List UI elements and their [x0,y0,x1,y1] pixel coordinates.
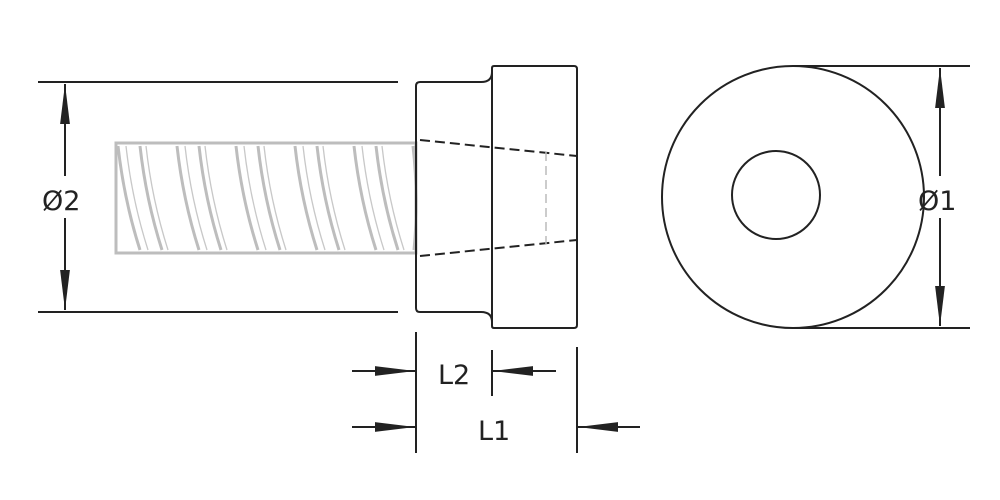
threaded-rod [114,141,418,255]
inner-bore-circle [731,150,821,240]
dimension-diameter-1: Ø1 [793,65,970,329]
thread-line [352,145,378,251]
thread-line [184,145,208,251]
bushing-end-view [661,65,925,329]
thread-line [361,145,385,251]
thread-line [315,145,341,251]
diameter-1-label: Ø1 [918,186,956,217]
l2-label: L2 [438,360,470,391]
thread-line [145,145,169,251]
thread-line [256,145,282,251]
taper-hidden-top [419,139,578,157]
thread-line [197,145,223,251]
thread-line [138,145,164,251]
outer-circle [661,65,925,329]
thread-line [293,145,319,251]
l1-label: L1 [478,416,510,447]
dimension-lengths: L2 L1 [352,332,640,453]
thread-line [234,145,260,251]
thread-line [381,145,405,251]
bushing-side-view [415,65,578,329]
diameter-2-label: Ø2 [42,186,80,217]
bushing-outline [415,65,578,329]
taper-hidden-bottom [419,239,578,257]
thread-line [243,145,267,251]
thread-line [116,145,142,251]
thread-line [374,145,400,251]
thread-line [175,145,201,251]
thread-line [204,145,228,251]
thread-line [263,145,287,251]
thread-line [302,145,326,251]
thread-line [125,145,149,251]
thread-helix [116,145,418,251]
dimension-diameter-2: Ø2 [38,81,398,313]
thread-line [322,145,346,251]
